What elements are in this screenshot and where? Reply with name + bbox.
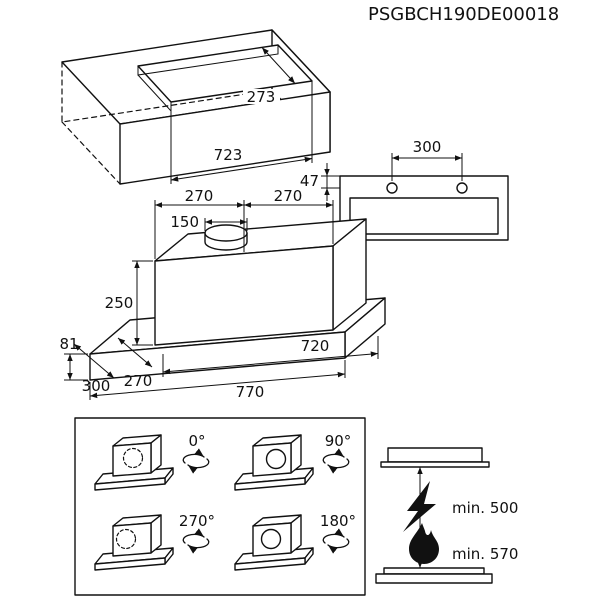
hood-orientation-cube-270 [94, 514, 174, 571]
dim-group-total-width: 770 [89, 360, 346, 401]
mounting-hole-left [386, 182, 398, 194]
dim-cutout-depth: 273 [247, 88, 276, 106]
rotation-label-90: 90° [325, 432, 352, 450]
worktop-cutout-view: 273 723 [61, 29, 331, 185]
dim-niche-width: 720 [301, 337, 330, 355]
clearance-gas-label: min. 570 [452, 545, 518, 563]
dim-duct-diameter: 150 [170, 213, 199, 231]
dim-total-width: 770 [236, 383, 265, 401]
rotation-arrows-icon [182, 448, 210, 474]
dim-half-width-right: 270 [274, 187, 303, 205]
rotation-label-270: 270° [179, 512, 215, 530]
dim-group-top-width: 270 270 [154, 187, 334, 259]
hood-canopy-lip [380, 461, 490, 468]
dim-group-plate-height: 81 [59, 335, 88, 381]
hood-body-front-face [154, 245, 334, 346]
hood-orientation-cube-90 [234, 434, 314, 491]
hood-front-panel [349, 197, 499, 235]
dim-cutout-width: 723 [214, 146, 243, 164]
rotation-arrows-icon [182, 528, 210, 554]
dim-group-niche-width: 720 [162, 336, 379, 377]
duct-hole-hidden [122, 447, 144, 469]
dim-group-duct: 150 [170, 213, 248, 231]
duct-collar-top [204, 224, 248, 242]
flame-icon [409, 523, 439, 564]
cooktop-body [375, 573, 493, 584]
duct-hole-visible [265, 448, 287, 470]
duct-hole-hidden [115, 528, 137, 550]
rotation-arrows-icon [322, 528, 350, 554]
cooktop-surface [383, 567, 485, 575]
dim-bracket-spacing: 300 [413, 138, 442, 156]
rotation-label-0: 0° [188, 432, 205, 450]
dim-line-cutout-depth [261, 47, 296, 84]
hood-orientation-cube-180 [234, 514, 314, 571]
dim-body-depth: 270 [124, 372, 153, 390]
dim-plate-depth: 300 [82, 377, 111, 395]
dim-group-depths: 300 270 [73, 337, 153, 395]
hood-orientation-cube-0 [94, 434, 174, 491]
dim-bracket-offset: 47 [300, 172, 319, 190]
rotation-arrows-icon [322, 448, 350, 474]
dim-line-cutout-width [170, 156, 313, 182]
hood-canopy [387, 447, 483, 463]
dim-half-width-left: 270 [185, 187, 214, 205]
rotation-label-180: 180° [320, 512, 356, 530]
worktop-hidden-edges [61, 61, 273, 185]
label-backplate [243, 89, 280, 104]
lightning-bolt-icon [403, 481, 436, 532]
clearance-electric-label: min. 500 [452, 499, 518, 517]
dim-plate-height: 81 [59, 335, 78, 353]
clearance-view: min. 500 min. 570 [375, 447, 518, 584]
wall-bracket-front-view: 300 47 [300, 138, 509, 241]
dim-ext-bracket-offset [321, 175, 340, 189]
rotation-options-panel: 0° 90° 270° [74, 417, 366, 596]
hood-dimension-view: 270 270 150 250 81 720 770 [59, 187, 386, 401]
rotation-panel-border [74, 417, 366, 596]
model-number: PSGBCH190DE00018 [368, 4, 559, 25]
duct-hole-visible [260, 528, 282, 550]
dim-body-height: 250 [105, 294, 134, 312]
mounting-hole-right [456, 182, 468, 194]
